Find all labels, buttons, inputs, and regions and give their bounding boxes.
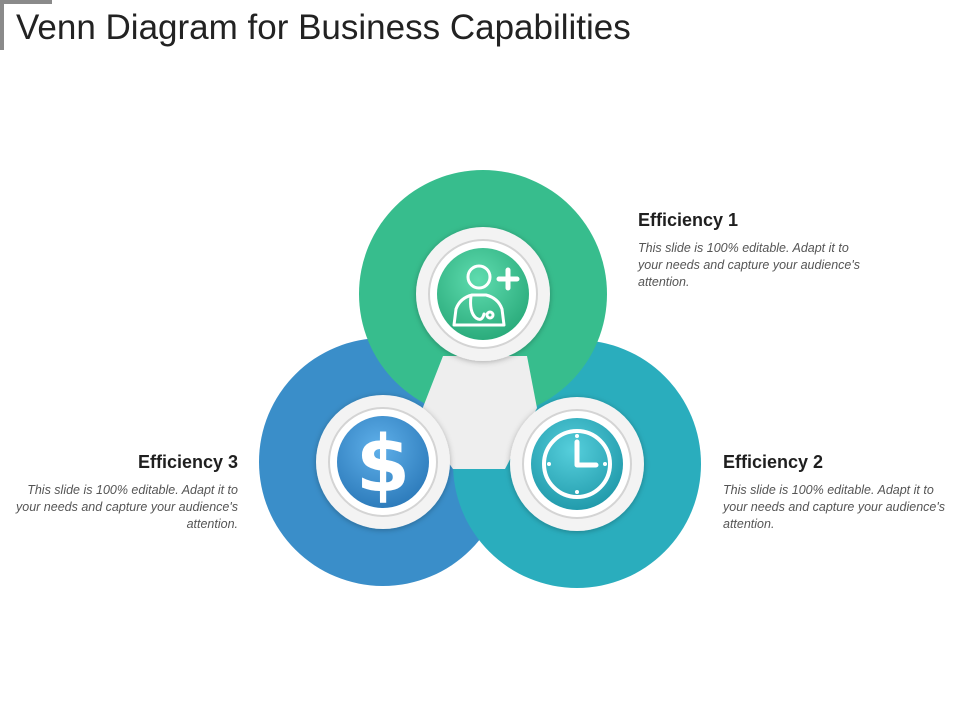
callout-efficiency-1: Efficiency 1 This slide is 100% editable… — [638, 210, 870, 291]
callout-heading: Efficiency 1 — [638, 210, 739, 230]
medallion-efficiency-2 — [510, 397, 644, 531]
doctor-icon — [452, 264, 506, 327]
plus-icon — [496, 267, 520, 291]
dollar-icon: $ — [356, 420, 410, 510]
callout-heading: Efficiency 2 — [723, 452, 824, 472]
callout-efficiency-2: Efficiency 2 This slide is 100% editable… — [723, 452, 955, 533]
callout-efficiency-3: Efficiency 3 This slide is 100% editable… — [6, 452, 238, 533]
page-title: Venn Diagram for Business Capabilities — [16, 8, 631, 47]
medallion-efficiency-1 — [416, 227, 550, 361]
title-corner-bracket — [0, 0, 52, 50]
callout-body: This slide is 100% editable. Adapt it to… — [16, 483, 238, 531]
medallion-efficiency-3: $ — [316, 395, 450, 529]
clock-icon — [542, 429, 612, 499]
center-overlap — [418, 356, 537, 469]
callout-heading: Efficiency 3 — [137, 452, 238, 472]
callout-body: This slide is 100% editable. Adapt it to… — [638, 241, 860, 289]
callout-body: This slide is 100% editable. Adapt it to… — [723, 483, 945, 531]
